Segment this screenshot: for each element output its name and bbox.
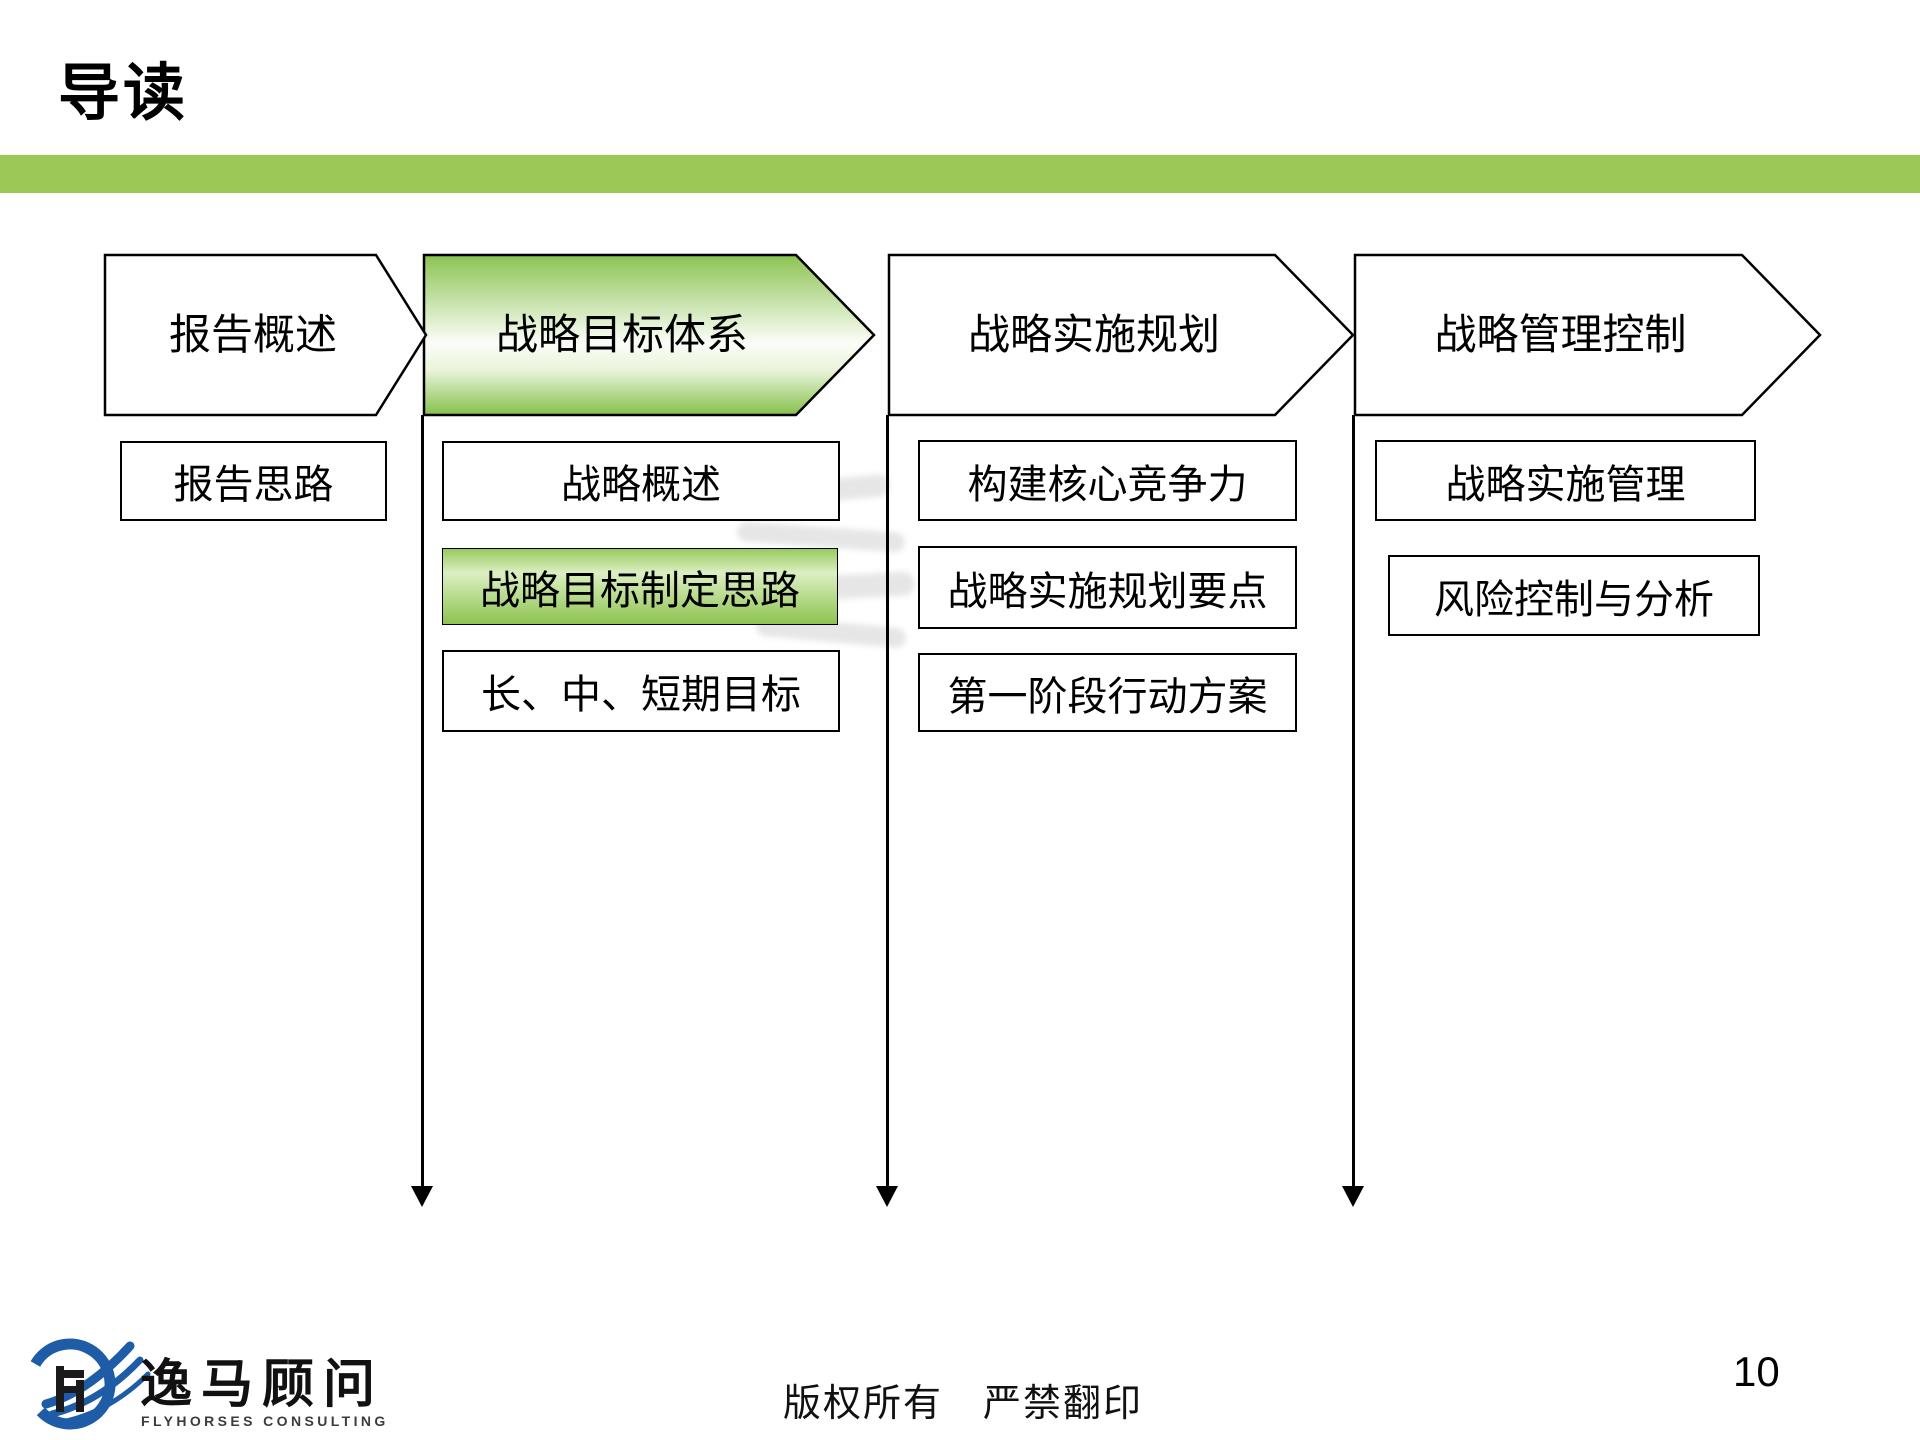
topic-box: 构建核心竞争力 — [918, 440, 1297, 521]
topic-label: 战略实施管理 — [1445, 462, 1686, 507]
flow-arrow-line-3 — [886, 415, 889, 1188]
flow-arrow-line-4 — [1352, 415, 1355, 1188]
topic-label: 构建核心竞争力 — [967, 462, 1248, 507]
logo-tagline: FLYHORSES CONSULTING — [141, 1413, 389, 1429]
topic-label: 第一阶段行动方案 — [947, 674, 1268, 719]
logo-company-name: 逸马顾问 — [140, 1356, 384, 1414]
flow-arrow-head-3 — [876, 1186, 898, 1207]
flow-arrow-head-2 — [411, 1186, 433, 1207]
company-logo: 逸马顾问 FLYHORSES CONSULTING — [24, 1338, 389, 1430]
stage-chevron-2 — [422, 253, 876, 417]
topic-box-highlighted: 战略目标制定思路 — [442, 548, 838, 625]
stage-chevron-4 — [1353, 253, 1822, 417]
stage-label-3: 战略实施规划 — [967, 311, 1220, 358]
accent-bar — [0, 155, 1920, 193]
flyhorse-logo-icon — [24, 1338, 151, 1430]
stage-chevron-3 — [887, 253, 1355, 417]
flow-arrow-line-2 — [421, 415, 424, 1188]
topic-box: 第一阶段行动方案 — [918, 653, 1297, 732]
topic-box: 战略实施管理 — [1375, 440, 1756, 521]
page-title: 导读 — [58, 59, 189, 128]
topic-label: 战略概述 — [561, 463, 721, 507]
topic-box: 战略实施规划要点 — [918, 546, 1297, 629]
topic-label: 长、中、短期目标 — [481, 673, 801, 717]
topic-box: 长、中、短期目标 — [442, 650, 840, 732]
topic-box: 风险控制与分析 — [1388, 555, 1760, 636]
topic-label: 战略目标制定思路 — [480, 568, 800, 613]
stage-label-1: 报告概述 — [168, 311, 337, 358]
copyright-notice: 版权所有 严禁翻印 — [783, 1383, 1144, 1425]
stage-label-4: 战略管理控制 — [1434, 311, 1687, 358]
topic-label: 报告思路 — [173, 463, 334, 507]
topic-box: 战略概述 — [442, 441, 840, 521]
stage-label-2: 战略目标体系 — [495, 311, 748, 358]
topic-label: 风险控制与分析 — [1434, 577, 1714, 622]
topic-label: 战略实施规划要点 — [947, 569, 1268, 614]
topic-box: 报告思路 — [120, 441, 387, 521]
stage-chevron-1 — [103, 253, 428, 417]
page-number: 10 — [1733, 1348, 1780, 1395]
flow-arrow-head-4 — [1342, 1186, 1364, 1207]
